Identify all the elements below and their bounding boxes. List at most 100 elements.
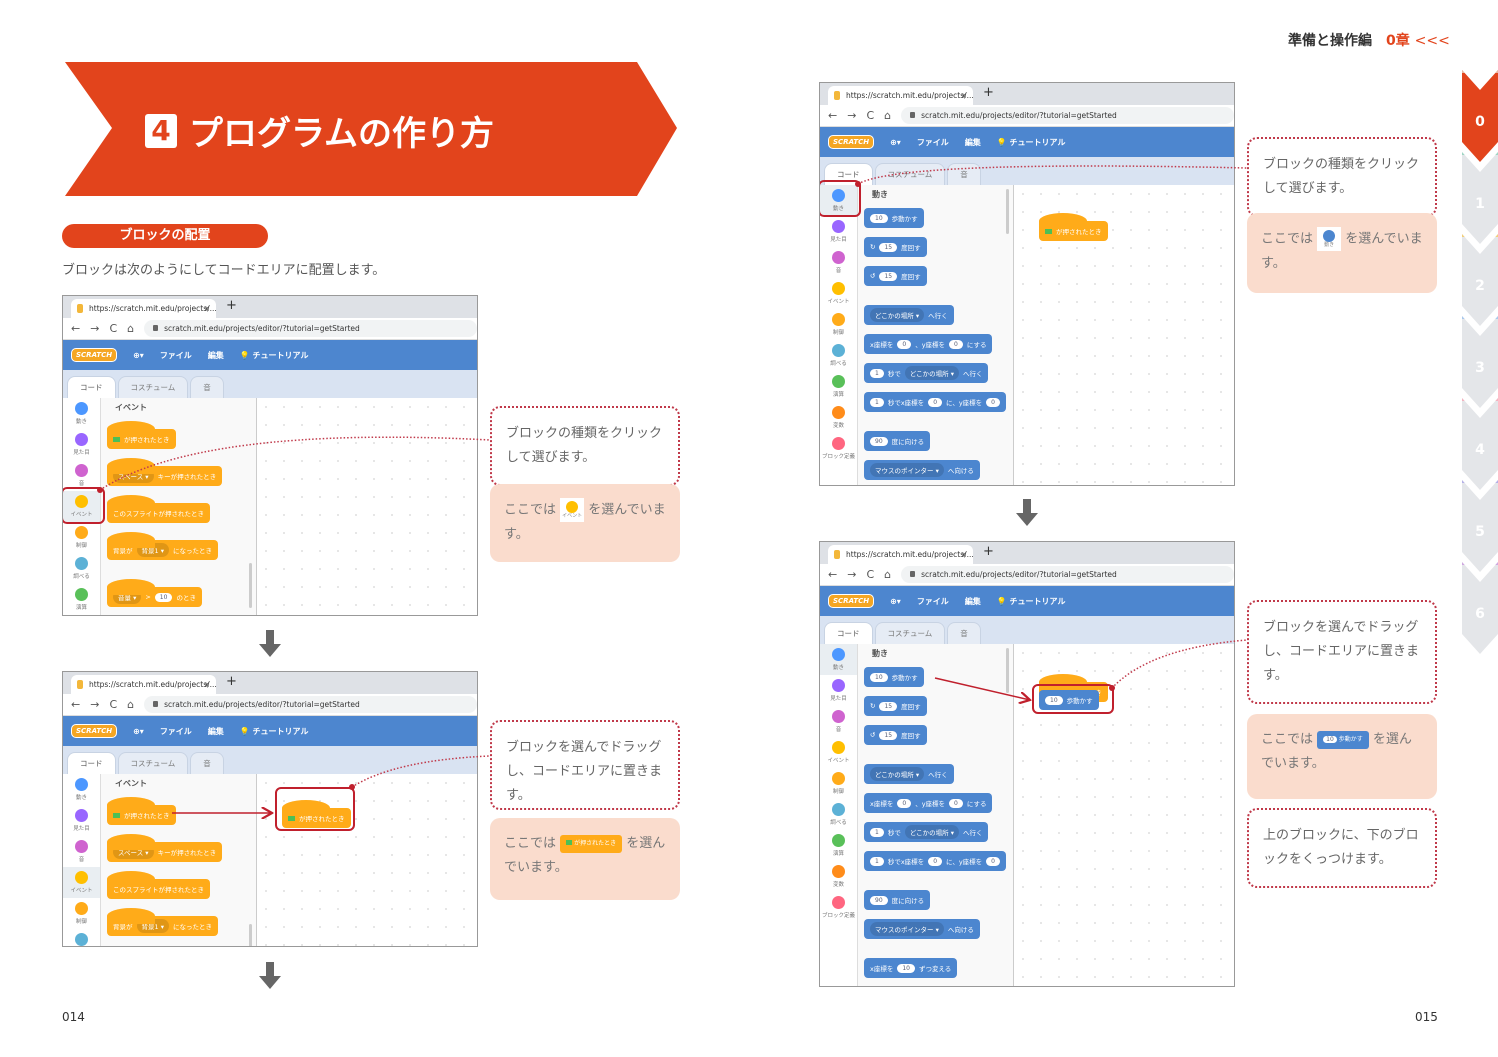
- home-button[interactable]: ⌂: [884, 109, 892, 122]
- hat-block[interactable]: スペース ▾キーが押されたとき: [107, 834, 223, 862]
- tab-sounds[interactable]: 音: [190, 752, 224, 774]
- number-input[interactable]: 1: [870, 827, 884, 837]
- number-input[interactable]: 15: [879, 271, 898, 281]
- tab-code[interactable]: コード: [67, 376, 116, 398]
- category-0[interactable]: 動き: [63, 774, 100, 805]
- file-menu[interactable]: ファイル: [916, 137, 949, 147]
- dropdown-input[interactable]: どこかの場所 ▾: [904, 366, 959, 380]
- dropdown-input[interactable]: マウスのポインター ▾: [870, 463, 944, 477]
- category-3[interactable]: イベント: [63, 491, 100, 522]
- back-button[interactable]: ←: [71, 322, 81, 335]
- code-block[interactable]: どこかの場所 ▾へ行く: [864, 764, 954, 784]
- dropdown-input[interactable]: スペース ▾: [113, 469, 154, 483]
- palette-scrollbar[interactable]: [1006, 648, 1009, 693]
- number-input[interactable]: 1: [870, 397, 884, 407]
- tab-code[interactable]: コード: [67, 752, 116, 774]
- tutorial-button[interactable]: 💡 チュートリアル: [996, 596, 1066, 606]
- category-0[interactable]: 動き: [820, 185, 857, 216]
- category-7[interactable]: 変数: [820, 861, 857, 892]
- chapter-tab-0[interactable]: 0: [1462, 70, 1498, 162]
- edit-menu[interactable]: 編集: [964, 137, 981, 147]
- category-1[interactable]: 見た目: [820, 216, 857, 247]
- home-button[interactable]: ⌂: [127, 322, 135, 335]
- language-menu[interactable]: ⊕▾: [890, 137, 901, 147]
- hat-block[interactable]: 背景が背景1 ▾になったとき: [107, 532, 218, 560]
- forward-button[interactable]: →: [847, 109, 857, 122]
- tab-costumes[interactable]: コスチューム: [874, 163, 946, 185]
- number-input[interactable]: 15: [879, 730, 898, 740]
- reload-button[interactable]: C: [866, 568, 875, 581]
- category-3[interactable]: イベント: [820, 278, 857, 309]
- chapter-tab-6[interactable]: 6: [1462, 562, 1498, 654]
- new-tab-button[interactable]: +: [226, 674, 237, 689]
- category-5[interactable]: 調べる: [820, 799, 857, 830]
- scratch-logo[interactable]: SCRATCH: [71, 724, 118, 738]
- scratch-logo[interactable]: SCRATCH: [828, 135, 875, 149]
- browser-tab[interactable]: https://scratch.mit.edu/projects/...×: [71, 675, 217, 694]
- code-block[interactable]: どこかの場所 ▾へ行く: [864, 305, 954, 325]
- close-tab-icon[interactable]: ×: [960, 91, 967, 100]
- code-area[interactable]: が押されたとき: [1014, 185, 1234, 485]
- category-2[interactable]: 音: [820, 706, 857, 737]
- number-input[interactable]: 0: [986, 856, 1000, 866]
- number-input[interactable]: 90: [870, 436, 888, 446]
- category-4[interactable]: 制御: [820, 768, 857, 799]
- dropdown-input[interactable]: 背景1 ▾: [136, 543, 169, 557]
- close-tab-icon[interactable]: ×: [203, 680, 210, 689]
- category-5[interactable]: 調べる: [63, 553, 100, 584]
- hat-block[interactable]: このスプライトが押されたとき: [107, 871, 210, 899]
- tab-sounds[interactable]: 音: [947, 622, 981, 644]
- category-7[interactable]: 変数: [63, 615, 100, 616]
- number-input[interactable]: 10: [1045, 695, 1063, 705]
- category-6[interactable]: 演算: [820, 830, 857, 861]
- number-input[interactable]: 10: [870, 213, 888, 223]
- forward-button[interactable]: →: [90, 698, 100, 711]
- category-0[interactable]: 動き: [820, 644, 857, 675]
- hat-block[interactable]: が押されたとき: [282, 800, 351, 828]
- palette-scrollbar[interactable]: [1006, 189, 1009, 234]
- code-block[interactable]: マウスのポインター ▾へ向ける: [864, 460, 980, 480]
- number-input[interactable]: 10: [154, 592, 173, 602]
- code-area[interactable]: が押されたとき10歩動かす: [1014, 644, 1234, 986]
- language-menu[interactable]: ⊕▾: [133, 726, 144, 736]
- number-input[interactable]: 0: [897, 339, 912, 349]
- hat-block[interactable]: が押されたとき: [1039, 213, 1108, 241]
- dropdown-input[interactable]: スペース ▾: [113, 845, 154, 859]
- category-5[interactable]: 調べる: [63, 929, 100, 946]
- category-0[interactable]: 動き: [63, 398, 100, 429]
- dropdown-input[interactable]: 背景1 ▾: [136, 919, 169, 933]
- browser-tab[interactable]: https://scratch.mit.edu/projects/...×: [828, 86, 974, 105]
- dropdown-input[interactable]: 音量 ▾: [113, 590, 142, 604]
- tab-code[interactable]: コード: [824, 622, 873, 644]
- dropdown-input[interactable]: マウスのポインター ▾: [870, 922, 944, 936]
- language-menu[interactable]: ⊕▾: [890, 596, 901, 606]
- category-1[interactable]: 見た目: [63, 429, 100, 460]
- hat-block[interactable]: スペース ▾キーが押されたとき: [107, 458, 223, 486]
- file-menu[interactable]: ファイル: [916, 596, 949, 606]
- category-5[interactable]: 調べる: [820, 340, 857, 371]
- number-input[interactable]: 0: [897, 798, 912, 808]
- url-field[interactable]: scratch.mit.edu/projects/editor/?tutoria…: [901, 566, 1234, 583]
- number-input[interactable]: 0: [949, 798, 963, 808]
- category-4[interactable]: 制御: [63, 898, 100, 929]
- category-2[interactable]: 音: [820, 247, 857, 278]
- number-input[interactable]: 90: [870, 895, 888, 905]
- category-2[interactable]: 音: [63, 836, 100, 867]
- language-menu[interactable]: ⊕▾: [133, 350, 144, 360]
- edit-menu[interactable]: 編集: [207, 726, 224, 736]
- tutorial-button[interactable]: 💡 チュートリアル: [996, 137, 1066, 147]
- close-tab-icon[interactable]: ×: [960, 550, 967, 559]
